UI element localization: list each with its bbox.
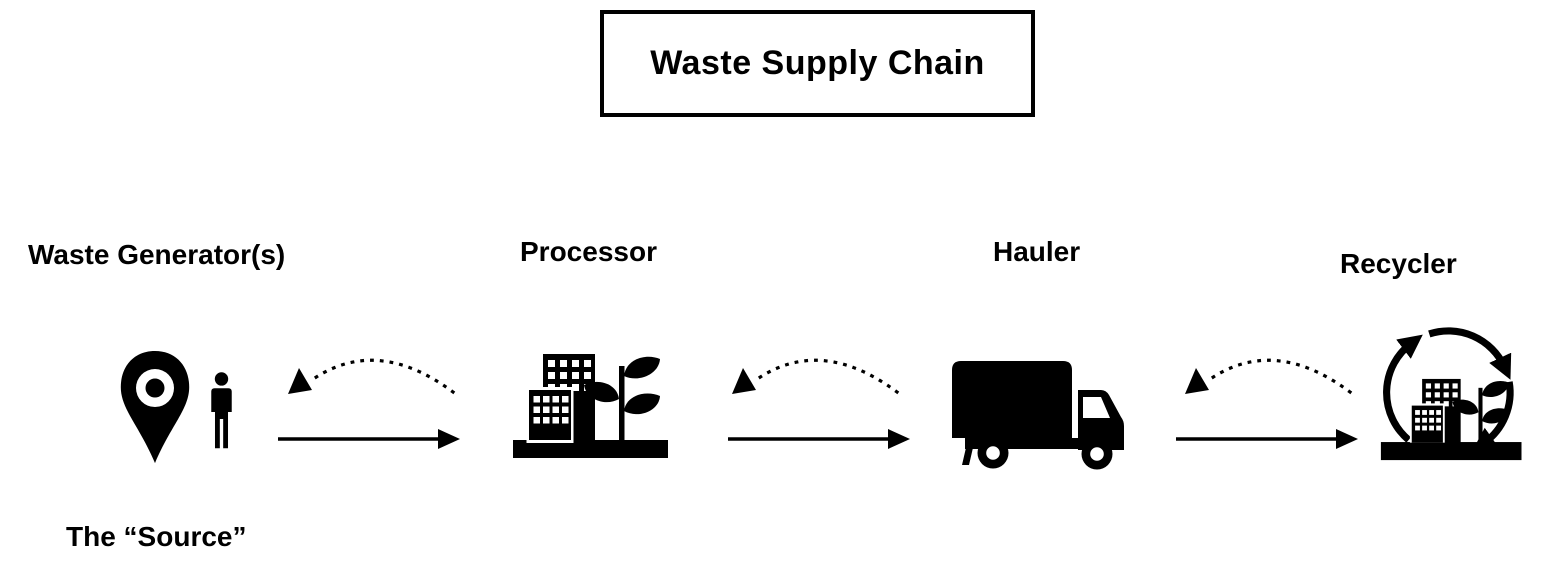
person-icon xyxy=(211,372,232,449)
source-sublabel: The “Source” xyxy=(66,521,247,552)
stage-label-recycler: Recycler xyxy=(1340,248,1457,279)
flow-arrow-hauler-to-recycler xyxy=(1176,429,1358,449)
feedback-arrow-processor-to-generator xyxy=(288,358,456,395)
stage-label-processor: Processor xyxy=(520,236,657,267)
flow-arrow-processor-to-hauler xyxy=(728,429,910,449)
flow-arrow-generator-to-processor xyxy=(278,429,460,449)
eco-factory-icon xyxy=(513,354,668,458)
location-pin-icon xyxy=(120,351,190,464)
feedback-arrow-recycler-to-hauler xyxy=(1185,358,1353,395)
feedback-arrow-hauler-to-processor xyxy=(732,358,900,395)
recycling-factory-icon xyxy=(1380,327,1522,461)
stage-label-hauler: Hauler xyxy=(993,236,1081,267)
stage-label-waste-generators: Waste Generator(s) xyxy=(28,239,286,270)
truck-icon xyxy=(952,361,1124,470)
diagram-title: Waste Supply Chain xyxy=(650,44,985,82)
title-box: Waste Supply Chain xyxy=(600,10,1035,117)
